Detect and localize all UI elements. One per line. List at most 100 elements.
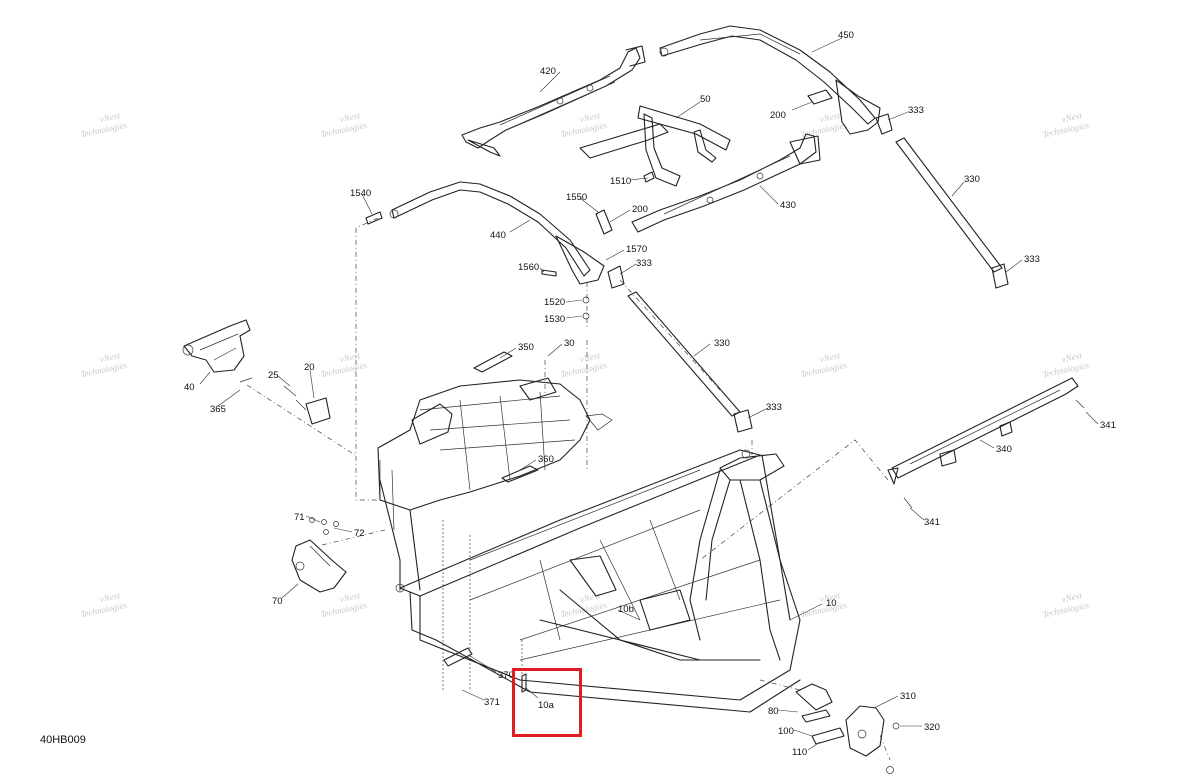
assembly-line — [879, 734, 891, 761]
callout-71: 71 — [294, 512, 305, 523]
assembly-line — [321, 529, 386, 546]
assembly-line — [699, 439, 889, 561]
part-40-mount — [182, 319, 251, 373]
svg-text:vNext: vNext — [579, 350, 602, 364]
callout-1560: 1560 — [518, 262, 539, 273]
callout-40: 40 — [184, 382, 195, 393]
part-71-72-fasteners — [309, 517, 339, 535]
watermark: vNext Technologies — [800, 590, 849, 619]
watermark: vNext Technologies — [1042, 590, 1091, 619]
callout-50: 50 — [700, 94, 711, 105]
callout-25: 25 — [268, 370, 279, 381]
callout-1520: 1520 — [544, 297, 565, 308]
callout-341: 341 — [924, 517, 940, 528]
callout-80: 80 — [768, 706, 779, 717]
callout-1510: 1510 — [610, 176, 631, 187]
assembly-line — [759, 679, 801, 691]
assembly-lines — [246, 217, 891, 761]
callout-310: 310 — [900, 691, 916, 702]
callout-1540: 1540 — [350, 188, 371, 199]
part-420-rail — [461, 45, 646, 157]
watermark: vNext Technologies — [80, 350, 129, 379]
callout-70: 70 — [272, 596, 283, 607]
callout-10b: 10b — [618, 604, 634, 615]
svg-text:vNext: vNext — [99, 110, 122, 124]
callout-430: 430 — [780, 200, 796, 211]
callout-10a: 10a — [538, 700, 555, 711]
watermarks: vNext Technologies vNext Technologies vN… — [80, 110, 1091, 619]
part-25-20-fasteners — [239, 377, 331, 425]
watermark: vNext Technologies — [1042, 350, 1091, 379]
watermark: vNext Technologies — [320, 590, 369, 619]
callout-350: 350 — [518, 342, 534, 353]
callout-320: 320 — [924, 722, 940, 733]
callout-370: 370 — [498, 670, 514, 681]
callout-1570: 1570 — [626, 244, 647, 255]
svg-text:vNext: vNext — [579, 110, 602, 124]
callout-420: 420 — [540, 66, 556, 77]
callout-10: 10 — [826, 598, 837, 609]
callout-440: 440 — [490, 230, 506, 241]
part-450-roll-bar — [659, 25, 881, 135]
part-200-tube — [807, 89, 833, 105]
part-430-rail — [631, 133, 821, 233]
callout-450: 450 — [838, 30, 854, 41]
part-310-bracket — [795, 683, 885, 757]
part-70-bracket — [291, 539, 347, 593]
svg-text:vNext: vNext — [99, 590, 122, 604]
callout-371: 371 — [484, 697, 500, 708]
callout-333: 333 — [636, 258, 652, 269]
watermark: vNext Technologies — [320, 350, 369, 379]
watermark: vNext Technologies — [80, 590, 129, 619]
callout-330: 330 — [964, 174, 980, 185]
svg-text:vNext: vNext — [819, 350, 842, 364]
part-80-100-110-plates — [801, 709, 845, 745]
part-330-tube-lower — [607, 265, 753, 433]
part-10a-bolt — [521, 673, 527, 693]
callout-340: 340 — [996, 444, 1012, 455]
callout-200: 200 — [632, 204, 648, 215]
callout-100: 100 — [778, 726, 794, 737]
callout-20: 20 — [304, 362, 315, 373]
svg-text:vNext: vNext — [819, 110, 842, 124]
part-341-fasteners — [903, 399, 1085, 509]
part-330-tube-upper — [875, 113, 1009, 289]
watermark: vNext Technologies — [800, 350, 849, 379]
part-440-roll-bar — [389, 181, 605, 285]
svg-text:vNext: vNext — [579, 590, 602, 604]
callout-330: 330 — [714, 338, 730, 349]
part-50-bracket — [579, 105, 731, 187]
svg-text:vNext: vNext — [1061, 110, 1084, 124]
callout-200: 200 — [770, 110, 786, 121]
callout-labels: 450 420 50 200 333 1510 330 430 1540 155… — [184, 30, 1116, 758]
callout-1550: 1550 — [566, 192, 587, 203]
callout-72: 72 — [354, 528, 365, 539]
callout-333: 333 — [766, 402, 782, 413]
watermark: vNext Technologies — [560, 350, 609, 379]
leader-lines — [199, 37, 1099, 751]
callout-341: 341 — [1100, 420, 1116, 431]
part-320-fasteners — [886, 722, 900, 774]
assembly-line — [246, 384, 356, 456]
svg-text:vNext: vNext — [1061, 590, 1084, 604]
callout-1530: 1530 — [544, 314, 565, 325]
drawing-code: 40HB009 — [40, 734, 86, 746]
svg-text:vNext: vNext — [339, 590, 362, 604]
watermark: vNext Technologies — [560, 110, 609, 139]
assembly-line — [355, 217, 380, 501]
watermark: vNext Technologies — [80, 110, 129, 139]
part-small-hardware — [365, 171, 655, 320]
svg-text:vNext: vNext — [1061, 350, 1084, 364]
callout-30: 30 — [564, 338, 575, 349]
watermark: vNext Technologies — [320, 110, 369, 139]
callout-365: 365 — [210, 404, 226, 415]
callout-333: 333 — [1024, 254, 1040, 265]
highlight-box-10a[interactable] — [512, 668, 582, 737]
svg-text:vNext: vNext — [99, 350, 122, 364]
part-340-crossbar — [887, 377, 1079, 485]
main-frame — [377, 351, 801, 713]
callout-110: 110 — [792, 747, 807, 758]
callout-360: 360 — [538, 454, 554, 465]
